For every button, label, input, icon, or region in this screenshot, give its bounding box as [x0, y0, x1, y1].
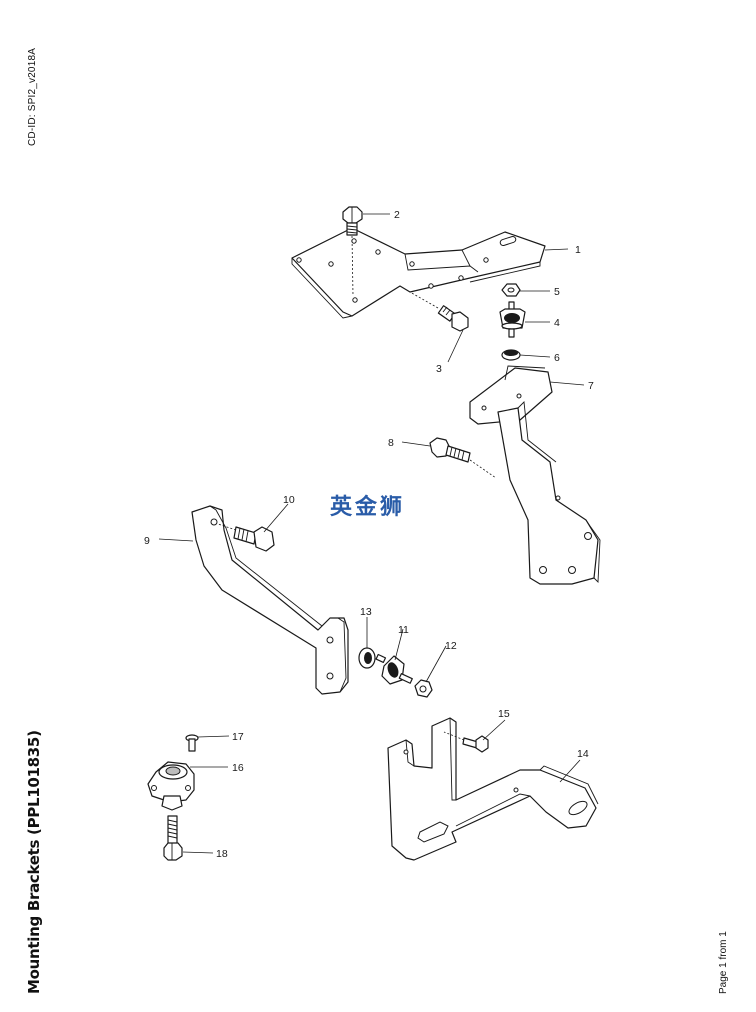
part-12-nut: [414, 679, 433, 698]
callout-14: 14: [577, 748, 589, 760]
callout-18: 18: [216, 848, 228, 860]
callout-15: 15: [498, 708, 510, 720]
callout-6: 6: [554, 352, 560, 364]
callout-16: 16: [232, 762, 244, 774]
part-18-bolt: [163, 815, 183, 861]
callout-1: 1: [575, 244, 581, 256]
callout-4: 4: [554, 317, 560, 329]
part-17-screw: [185, 734, 199, 752]
part-3-bolt: [409, 291, 469, 332]
part-13-washer: [358, 647, 376, 669]
callout-2: 2: [394, 209, 400, 221]
watermark-text: 英金狮: [330, 494, 405, 520]
part-16-engine-mount: [147, 761, 195, 811]
callout-leaders: [158, 213, 585, 854]
callout-10: 10: [283, 494, 295, 506]
callout-3: 3: [436, 363, 442, 375]
part-10-bolt: [217, 523, 275, 552]
callout-9: 9: [144, 535, 150, 547]
part-15-bolt: [443, 731, 489, 753]
callout-12: 12: [445, 640, 457, 652]
callout-11: 11: [398, 624, 409, 636]
callout-7: 7: [588, 380, 594, 392]
part-4-rubber-mount: [499, 301, 526, 338]
callout-17: 17: [232, 731, 244, 743]
part-14-lower-bracket: [387, 717, 599, 861]
callout-13: 13: [360, 606, 372, 618]
part-2-bolt: [342, 206, 363, 297]
part-8-bolt: [429, 437, 497, 479]
part-6-washer: [501, 349, 521, 361]
part-11-rubber-mount: [375, 653, 413, 685]
part-9-long-bracket: [191, 505, 349, 695]
callout-8: 8: [388, 437, 394, 449]
part-5-nut: [501, 283, 521, 297]
callout-5: 5: [554, 286, 560, 298]
part-1-upper-bracket: [291, 227, 546, 319]
part-7-vertical-bracket: [469, 365, 601, 585]
